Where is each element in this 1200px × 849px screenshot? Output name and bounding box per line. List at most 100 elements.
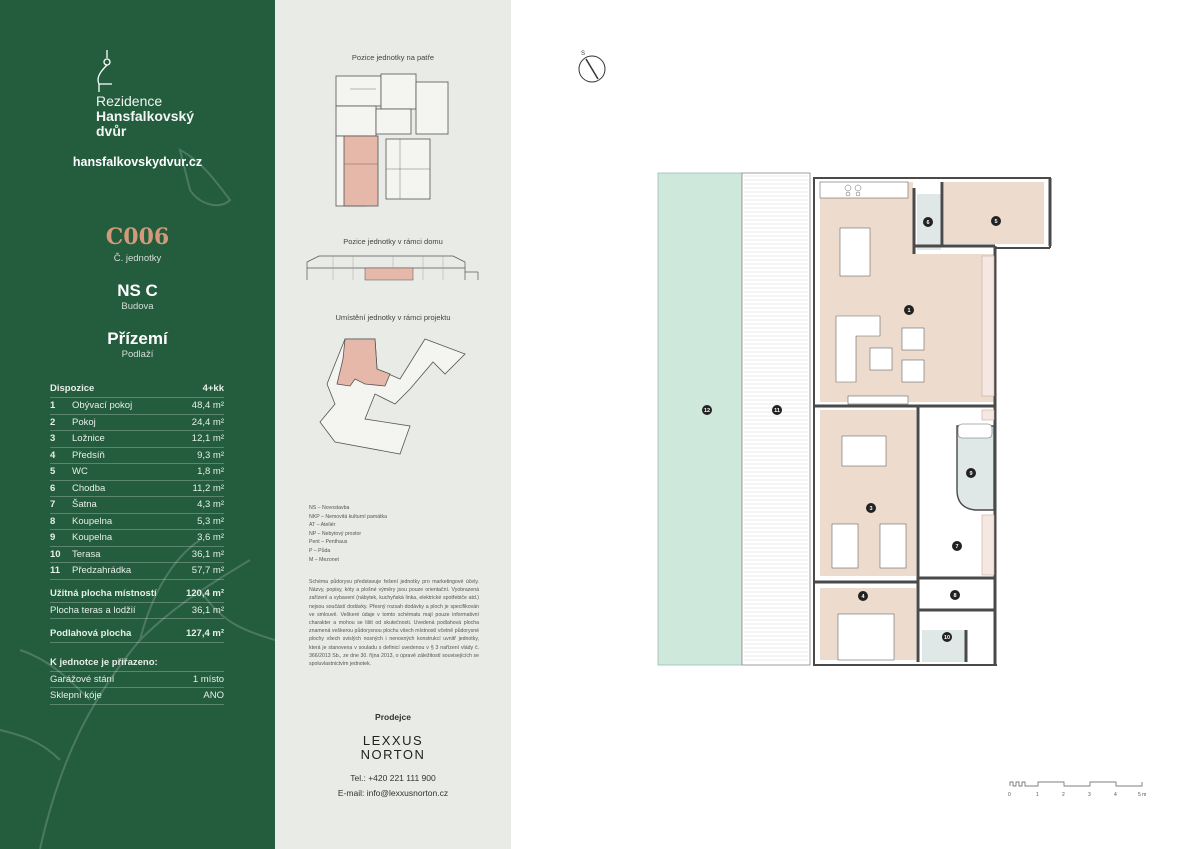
caption-floor: Pozice jednotky na patře — [351, 53, 435, 62]
room-name: Šatna — [72, 499, 97, 511]
room-marker: 3 — [866, 503, 876, 513]
brand-line1: Rezidence — [96, 93, 163, 109]
dining-table — [839, 227, 871, 277]
bathtub-icon — [957, 423, 993, 439]
room-marker: 7 — [952, 541, 962, 551]
room-marker-label: 8 — [953, 593, 956, 599]
room-marker: 9 — [966, 468, 976, 478]
caption-project: Umístění jednotky v rámci projektu — [335, 313, 451, 322]
room-number: 5 — [50, 466, 56, 478]
room-name: Pokoj — [72, 416, 96, 428]
floor-area-label: Podlahová plocha — [50, 628, 132, 640]
room-number: 6 — [50, 482, 56, 494]
legend-item: P – Půda — [309, 547, 331, 554]
room-area: 9,3 m² — [197, 449, 224, 461]
room-number: 1 — [50, 400, 56, 412]
room-row: 5 WC 1,8 m² — [50, 464, 224, 481]
armchair-icon — [901, 359, 925, 383]
room-marker: 12 — [702, 405, 712, 415]
armchair-icon — [901, 327, 925, 351]
room-area: 5,3 m² — [197, 515, 224, 527]
usable-value: 120,4 m² — [185, 588, 224, 600]
room-marker: 5 — [991, 216, 1001, 226]
unit-code-label: Č. jednotky — [113, 253, 162, 264]
assigned-name: Sklepní kóje — [50, 690, 102, 702]
room-marker: 4 — [858, 591, 868, 601]
assigned-row: Sklepní kóje ANO — [50, 688, 224, 705]
disclaimer-text: Schéma půdorysu představuje řešení jedno… — [309, 579, 479, 668]
usable-row: Užitná plocha místností 120,4 m² — [50, 586, 224, 603]
room-marker-label: 10 — [944, 635, 950, 641]
scale-label: 2 — [1062, 792, 1065, 798]
seller-phone[interactable]: Tel.: +420 221 111 900 — [350, 773, 436, 783]
legend-item: NKP – Nemovitá kulturní památka — [309, 513, 388, 520]
interior-walls — [814, 178, 1052, 665]
room-number: 9 — [50, 532, 56, 544]
floor-plan-drawing: S — [578, 51, 1146, 798]
legend-item: Pent – Penthaus — [309, 539, 348, 546]
terrace-value: 36,1 m² — [191, 604, 224, 616]
room-marker-label: 5 — [994, 219, 997, 225]
room-marker-label: 3 — [869, 506, 872, 512]
room-area: 12,1 m² — [191, 433, 224, 445]
room-area: 57,7 m² — [191, 565, 224, 577]
seller-name-line1: LEXXUS — [362, 733, 424, 748]
room-row: 8 Koupelna 5,3 m² — [50, 514, 224, 530]
room-name: WC — [72, 466, 88, 478]
floor: Přízemí — [107, 329, 168, 348]
assigned-summary: K jednotce je přiřazeno: Garážové stání … — [50, 655, 224, 705]
assigned-name: Garážové stání — [50, 673, 115, 685]
room-marker-label: 7 — [955, 544, 958, 550]
room-area: 48,4 m² — [191, 400, 224, 412]
seller-email[interactable]: E-mail: info@lexxusnorton.cz — [337, 788, 449, 798]
north-arrow-icon: S — [578, 51, 606, 83]
bed-icon — [837, 613, 895, 661]
room-marker: 1 — [904, 305, 914, 315]
room-area: 1,8 m² — [197, 466, 224, 478]
kitchen-counter — [819, 181, 909, 199]
desk — [841, 435, 887, 467]
assigned-label: K jednotce je přiřazeno: — [50, 657, 158, 669]
assigned-header: K jednotce je přiřazeno: — [50, 655, 224, 672]
info-panel: Rezidence Hansfalkovský dvůr hansfalkovs… — [0, 0, 275, 849]
floor-plan: S — [511, 0, 1200, 849]
terrace-area — [741, 172, 811, 666]
room-name: Obývací pokoj — [72, 400, 133, 412]
scale-label: 0 — [1008, 792, 1011, 798]
room-name: Chodba — [72, 482, 106, 494]
bed-icon — [831, 523, 859, 569]
room-name: Ložnice — [72, 433, 105, 445]
assigned-value: ANO — [203, 690, 224, 702]
legend-item: AT – Ateliér — [309, 522, 336, 529]
room-number: 7 — [50, 499, 56, 511]
room-marker: 6 — [923, 217, 933, 227]
room-number: 8 — [50, 515, 56, 527]
room-area: 3,6 m² — [197, 532, 224, 544]
website-link[interactable]: hansfalkovskydvur.cz — [72, 155, 203, 169]
room-row: 1 Obývací pokoj 48,4 m² — [50, 398, 224, 415]
floor-position-map — [335, 73, 449, 207]
tower-icon — [97, 50, 112, 92]
room-area: 36,1 m² — [191, 548, 224, 560]
room-markers: 1 3 4 5 6 7 8 9 10 11 12 — [702, 216, 1001, 642]
floor-area-summary: Podlahová plocha 127,4 m² — [50, 626, 224, 643]
room-marker: 11 — [772, 405, 782, 415]
scale-label: 3 — [1088, 792, 1091, 798]
scale-bar: 0 1 2 3 4 5 m — [1008, 781, 1146, 798]
seller-name-line2: NORTON — [360, 747, 426, 762]
area-summary: Užitná plocha místností 120,4 m² Plocha … — [50, 586, 224, 619]
room-number: 11 — [50, 565, 61, 577]
room-name: Koupelna — [72, 515, 113, 527]
brand-line3: dvůr — [96, 123, 127, 139]
terrace-label: Plocha teras a lodžií — [50, 604, 136, 616]
brand-name: Rezidence Hansfalkovský dvůr — [96, 94, 194, 139]
room-number: 2 — [50, 416, 56, 428]
header-label: Dispozice — [50, 383, 95, 394]
tv-cabinet — [847, 395, 909, 405]
